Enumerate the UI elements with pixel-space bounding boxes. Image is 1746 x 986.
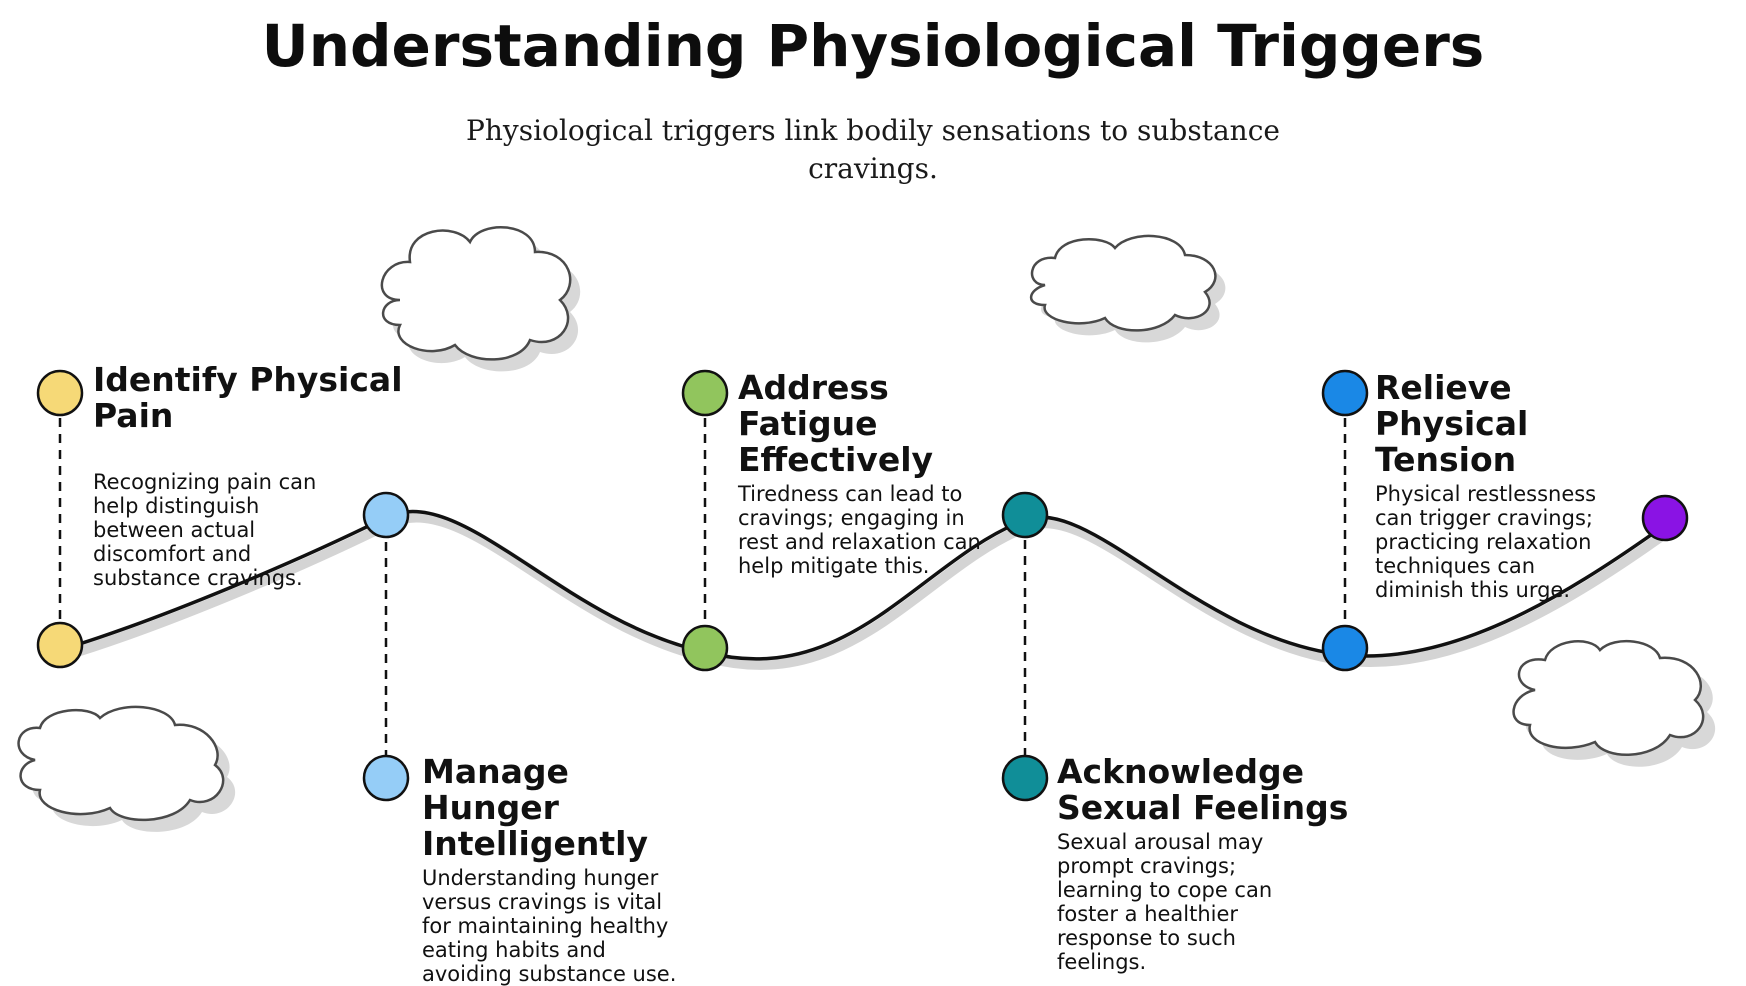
timeline-node	[681, 624, 729, 672]
step-title: Acknowledge Sexual Feelings	[1057, 752, 1349, 827]
timeline-node	[681, 369, 729, 417]
timeline-line	[59, 509, 1667, 661]
timeline-node	[36, 621, 84, 669]
step-title: Address Fatigue Effectively	[738, 368, 934, 479]
step-description: Tiredness can lead to cravings; engaging…	[738, 482, 981, 578]
timeline-node	[362, 491, 410, 539]
step-address-fatigue: Address Fatigue Effectively Tiredness ca…	[738, 368, 1038, 579]
timeline-end-node	[1641, 494, 1689, 542]
timeline-node	[362, 754, 410, 802]
step-title: Manage Hunger Intelligently	[422, 752, 648, 863]
timeline-node	[1321, 369, 1369, 417]
step-acknowledge-sexual-feelings: Acknowledge Sexual Feelings Sexual arous…	[1057, 752, 1437, 975]
step-title: Relieve Physical Tension	[1375, 368, 1529, 479]
cloud-icon	[1512, 639, 1716, 767]
step-identify-physical-pain: Identify Physical Pain Recognizing pain …	[93, 360, 473, 591]
step-description: Recognizing pain can help distinguish be…	[93, 470, 317, 590]
timeline-node	[1001, 754, 1049, 802]
step-description: Physical restlessness can trigger cravin…	[1375, 482, 1597, 602]
cloud-icon	[380, 226, 581, 372]
timeline-node	[36, 369, 84, 417]
cloud-icon	[1029, 234, 1226, 343]
timeline-node	[1001, 491, 1049, 539]
timeline-line-shadow	[62, 512, 1672, 670]
step-manage-hunger: Manage Hunger Intelligently Understandin…	[422, 754, 712, 986]
step-relieve-physical-tension: Relieve Physical Tension Physical restle…	[1375, 368, 1675, 603]
page-title: Understanding Physiological Triggers	[261, 12, 1485, 80]
step-description: Understanding hunger versus cravings is …	[422, 866, 677, 986]
timeline-node	[1321, 624, 1369, 672]
cloud-icon	[17, 705, 236, 832]
timeline-nodes	[36, 369, 1689, 802]
page-subtitle: Physiological triggers link bodily sensa…	[466, 114, 1280, 185]
step-description: Sexual arousal may prompt cravings; lear…	[1057, 830, 1273, 974]
step-title: Identify Physical Pain	[93, 360, 403, 435]
